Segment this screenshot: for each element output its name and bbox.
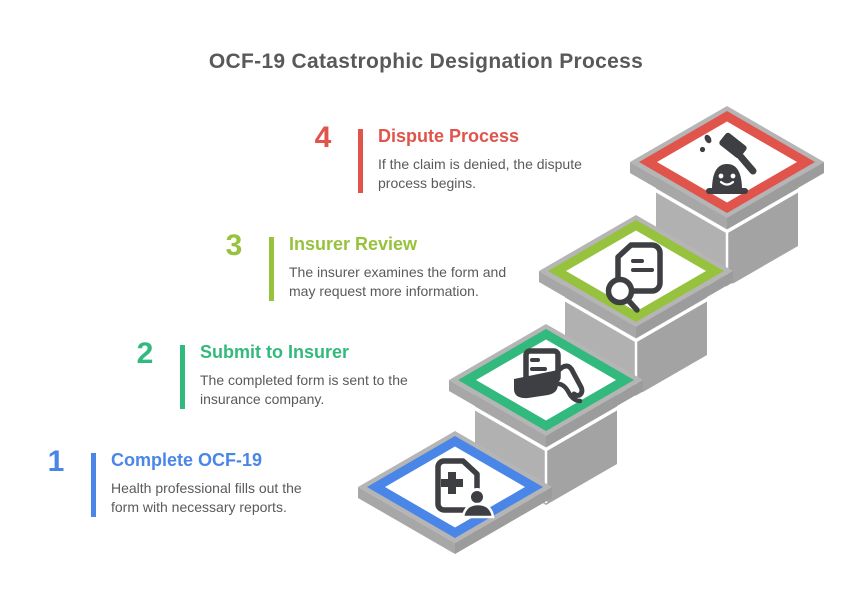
document-search-icon (605, 242, 663, 313)
medical-form-icon (435, 458, 495, 519)
step-3-block (538, 215, 734, 396)
step-3-accent-bar (269, 237, 274, 301)
step-1-title: Complete OCF-19 (111, 450, 263, 470)
step-2-number: 2 (136, 337, 154, 370)
gavel-icon (699, 132, 757, 194)
step-2-accent-bar (180, 345, 185, 409)
step-3-number: 3 (225, 229, 243, 262)
page-title: OCF-19 Catastrophic Designation Process (208, 50, 644, 73)
step-1-description: Health professional fills out the form w… (111, 480, 302, 515)
step-2-text-block: 2 Submit to Insurer The completed form i… (123, 338, 453, 448)
step-4-description: If the claim is denied, the dispute proc… (378, 156, 582, 191)
step-1-text-block: 1 Complete OCF-19 Health professional fi… (34, 446, 364, 556)
step-4-accent-bar (358, 129, 363, 193)
step-4-text-block: 4 Dispute Process If the claim is denied… (301, 122, 631, 232)
step-1-block (358, 431, 552, 554)
step-1-number: 1 (47, 445, 65, 478)
step-2-description: The completed form is sent to the insura… (200, 372, 408, 407)
step-4-number: 4 (314, 121, 332, 154)
step-3-text-block: 3 Insurer Review The insurer examines th… (212, 230, 542, 340)
step-4-title: Dispute Process (378, 126, 520, 146)
step-2-title: Submit to Insurer (200, 342, 350, 362)
step-3-title: Insurer Review (289, 234, 418, 254)
step-1-accent-bar (91, 453, 96, 517)
hand-document-icon (514, 348, 585, 404)
step-3-description: The insurer examines the form and may re… (289, 264, 507, 299)
